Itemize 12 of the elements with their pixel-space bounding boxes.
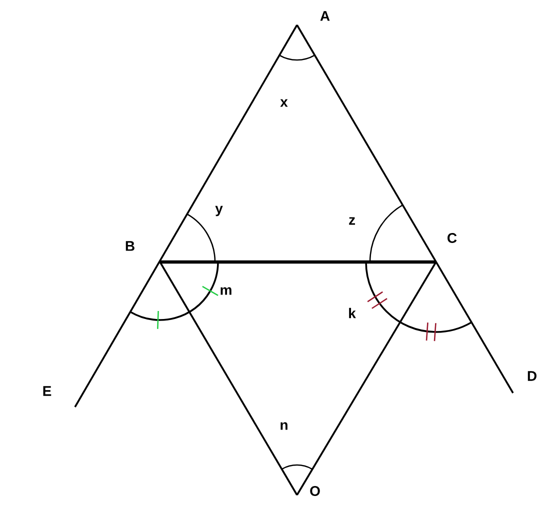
point-label: n <box>280 422 288 430</box>
point-label: y <box>215 206 223 216</box>
point-label: D <box>528 371 536 381</box>
point-label: k <box>349 308 356 318</box>
point-label: B <box>126 241 134 251</box>
point-label: E <box>43 386 52 396</box>
point-label: A <box>320 11 330 21</box>
point-label: z <box>349 217 355 225</box>
point-label: x <box>280 99 288 107</box>
point-label: C <box>448 233 457 243</box>
point-label: O <box>310 486 320 496</box>
point-label: m <box>220 287 232 295</box>
